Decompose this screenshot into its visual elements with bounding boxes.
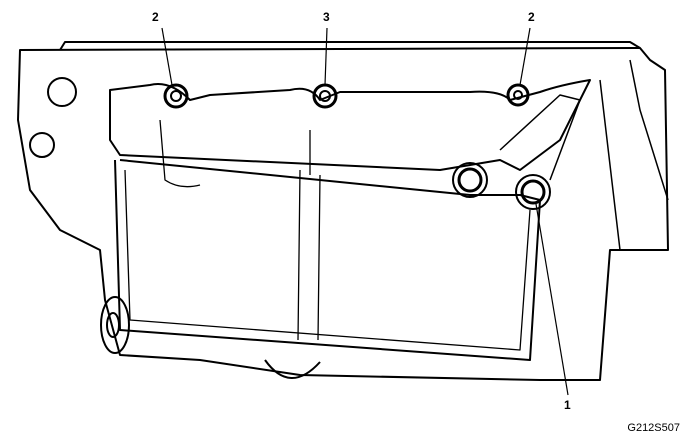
callout-label: 3 bbox=[323, 10, 330, 24]
pan-body-inner bbox=[124, 169, 531, 351]
pan-rib-left bbox=[159, 119, 201, 188]
left-hole-upper bbox=[47, 77, 77, 107]
pan-top-edge bbox=[59, 41, 641, 51]
drain-plug bbox=[106, 312, 120, 338]
gasket-rail bbox=[109, 79, 591, 171]
callout-label: 2 bbox=[528, 10, 535, 24]
bolt-middle-right bbox=[452, 162, 488, 198]
bolt-lower-right bbox=[515, 174, 551, 210]
bolt-right bbox=[506, 83, 530, 107]
pan-flange bbox=[17, 47, 669, 381]
drain-plug-boss bbox=[100, 296, 130, 354]
leader-line bbox=[535, 203, 569, 396]
leader-line bbox=[324, 27, 328, 86]
leader-line bbox=[161, 27, 173, 86]
pan-rib-center bbox=[297, 130, 321, 341]
callout-label: 2 bbox=[152, 10, 159, 24]
callout-label: 1 bbox=[564, 398, 571, 412]
leader-line bbox=[519, 27, 531, 86]
bolt-left bbox=[163, 83, 189, 109]
figure-code: G212S507 bbox=[627, 422, 680, 434]
left-hole-lower bbox=[29, 132, 55, 158]
right-bracket bbox=[499, 59, 669, 251]
drain-boss-lower bbox=[264, 359, 321, 379]
